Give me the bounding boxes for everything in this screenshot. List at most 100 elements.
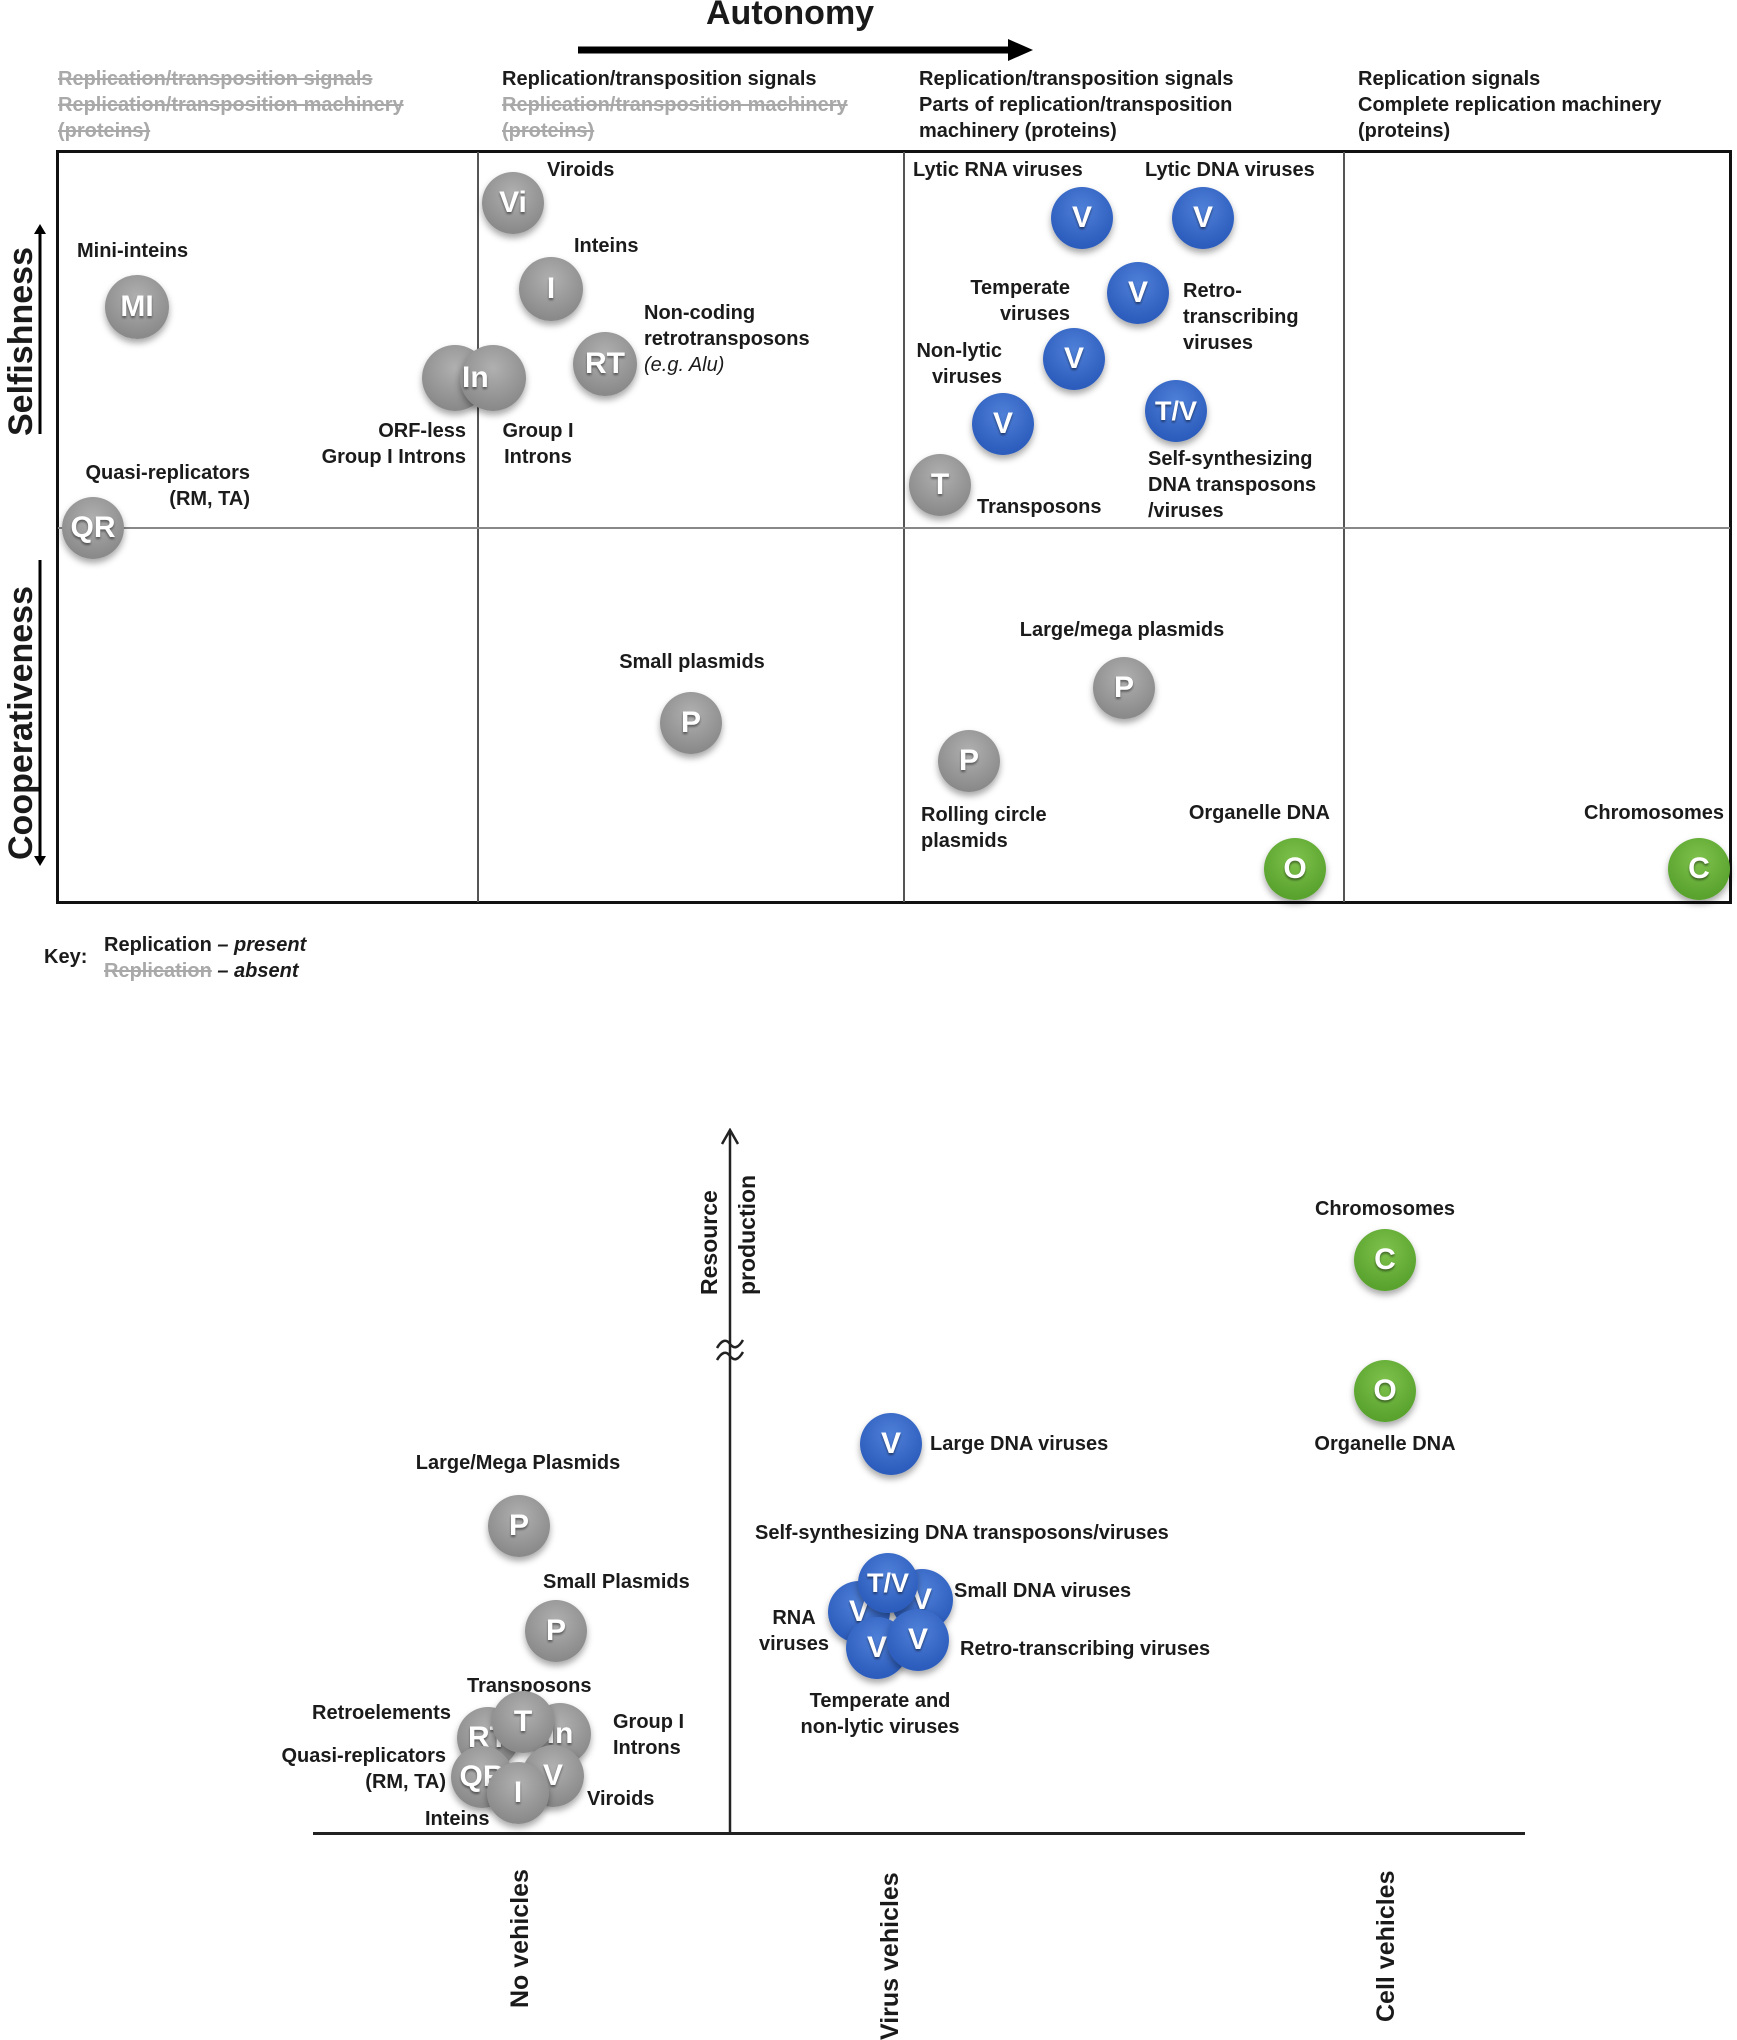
- node-inteins[interactable]: I: [519, 257, 583, 321]
- label-retroelements: Retroelements: [312, 1702, 451, 1724]
- label-line: Self-synthesizing: [1148, 448, 1313, 470]
- node-small-plasmids-b[interactable]: P: [525, 1600, 587, 1662]
- column-header-3: Replication/transposition signals Parts …: [919, 66, 1234, 144]
- label-line: (RM, TA): [365, 1771, 446, 1793]
- label-line: viruses: [931, 366, 1002, 388]
- label-transposons: Transposons: [977, 496, 1102, 518]
- node-retro-transcribing-viruses[interactable]: V: [1107, 262, 1169, 324]
- label-organelle-dna-b: Organelle DNA: [1314, 1433, 1456, 1455]
- node-temperate-viruses[interactable]: V: [1043, 328, 1105, 390]
- header-line: Replication/transposition signals: [502, 68, 817, 90]
- label-lytic-rna-viruses: Lytic RNA viruses: [913, 159, 1083, 181]
- header-line: Replication/transposition signals: [58, 68, 373, 90]
- node-organelle-dna-b[interactable]: O: [1354, 1360, 1416, 1422]
- node-large-mega-plasmids[interactable]: P: [1093, 657, 1155, 719]
- label-line: Quasi-replicators: [85, 462, 250, 484]
- label-line: Rolling circle: [921, 804, 1047, 826]
- label-line: Introns: [613, 1737, 681, 1759]
- resource-axis-label-1: Resource: [696, 1190, 722, 1295]
- label-mini-inteins: Mini-inteins: [77, 240, 189, 262]
- label-large-dna-viruses: Large DNA viruses: [930, 1433, 1109, 1455]
- label-line: Quasi-replicators: [281, 1745, 446, 1767]
- y-axis-arrow-icon: [712, 1127, 748, 1839]
- label-non-lytic-viruses: Non-lytic viruses: [890, 338, 1002, 390]
- label-line: Group I: [502, 420, 574, 442]
- cooperativeness-arrow-icon: [33, 560, 47, 873]
- selfishness-arrow-icon: [33, 224, 47, 441]
- key-present-word: Replication: [104, 934, 212, 956]
- node-group1-introns[interactable]: In: [460, 345, 526, 411]
- label-line: Temperate: [970, 277, 1070, 299]
- node-organelle-dna[interactable]: O: [1264, 838, 1326, 900]
- node-small-plasmids[interactable]: P: [660, 692, 722, 754]
- node-large-dna-viruses[interactable]: V: [860, 1413, 922, 1475]
- key-absent-suffix: – absent: [217, 960, 299, 982]
- header-line: (proteins): [58, 120, 151, 142]
- header-line: machinery (proteins): [919, 120, 1117, 142]
- label-line: plasmids: [921, 830, 1008, 852]
- label-orfless-introns: ORF-less Group I Introns: [290, 418, 466, 470]
- autonomy-title: Autonomy: [706, 0, 875, 32]
- node-self-synthesizing-b[interactable]: T/V: [858, 1553, 918, 1613]
- label-line: retrotransposons: [644, 328, 810, 350]
- node-retro-transcribing-b[interactable]: V: [887, 1609, 949, 1671]
- label-line: (RM, TA): [169, 488, 250, 510]
- label-line: Non-lytic: [916, 340, 1002, 362]
- x-category-virus-vehicles: Virus vehicles: [876, 1872, 904, 2040]
- header-line: Replication/transposition machinery: [58, 94, 404, 116]
- node-chromosomes[interactable]: C: [1668, 838, 1730, 900]
- key-absent: Replication – absent: [104, 958, 299, 984]
- label-line: Introns: [504, 446, 572, 468]
- node-non-coding-retrotransposons[interactable]: RT: [573, 332, 637, 396]
- label-quasi-replicators-b: Quasi-replicators (RM, TA): [262, 1743, 446, 1795]
- node-lytic-dna-viruses[interactable]: V: [1172, 187, 1234, 249]
- header-line: Replication signals: [1358, 68, 1541, 90]
- node-mini-inteins[interactable]: MI: [105, 275, 169, 339]
- column-header-2: Replication/transposition signals Replic…: [502, 66, 848, 144]
- node-non-lytic-viruses[interactable]: V: [972, 393, 1034, 455]
- label-line: transcribing: [1183, 306, 1299, 328]
- label-line: viruses: [999, 303, 1070, 325]
- node-large-mega-plasmids-b[interactable]: P: [488, 1495, 550, 1557]
- node-inteins-b[interactable]: I: [487, 1762, 549, 1824]
- label-transposons-b: Transposons: [467, 1675, 592, 1697]
- label-retro-transcribing-b: Retro-transcribing viruses: [960, 1638, 1211, 1660]
- top-grid-frame: [56, 150, 1732, 904]
- x-category-no-vehicles: No vehicles: [506, 1869, 534, 2008]
- node-chromosomes-b[interactable]: C: [1354, 1229, 1416, 1291]
- label-temperate-nonlytic: Temperate and non-lytic viruses: [780, 1688, 980, 1740]
- label-temperate-viruses: Temperate viruses: [940, 275, 1070, 327]
- node-rolling-circle-plasmids[interactable]: P: [938, 730, 1000, 792]
- header-line: (proteins): [1358, 120, 1451, 142]
- grid-midline: [58, 527, 1730, 529]
- node-lytic-rna-viruses[interactable]: V: [1051, 187, 1113, 249]
- label-rna-viruses: RNA viruses: [754, 1605, 834, 1657]
- label-line: non-lytic viruses: [800, 1716, 960, 1738]
- label-retro-transcribing-viruses: Retro- transcribing viruses: [1183, 278, 1299, 356]
- label-line: Retro-: [1183, 280, 1242, 302]
- node-self-synthesizing-transposons[interactable]: T/V: [1145, 380, 1207, 442]
- label-viroids: Viroids: [547, 159, 615, 181]
- autonomy-arrow-icon: [578, 38, 1033, 67]
- header-line: (proteins): [502, 120, 595, 142]
- node-quasi-replicators[interactable]: QR: [62, 497, 124, 559]
- node-viroids[interactable]: Vi: [482, 172, 544, 234]
- node-transposons[interactable]: T: [909, 454, 971, 516]
- header-line: Replication/transposition signals: [919, 68, 1234, 90]
- label-line: viruses: [758, 1633, 830, 1655]
- label-small-plasmids-b: Small Plasmids: [543, 1571, 690, 1593]
- label-group1-introns-b: Group I Introns: [613, 1709, 684, 1761]
- column-header-1: Replication/transposition signals Replic…: [58, 66, 404, 144]
- x-axis-line: [313, 1832, 1525, 1835]
- label-chromosomes-b: Chromosomes: [1314, 1198, 1456, 1220]
- label-viroids-b: Viroids: [587, 1788, 655, 1810]
- x-category-cell-vehicles: Cell vehicles: [1372, 1870, 1400, 2022]
- label-self-synthesizing-b: Self-synthesizing DNA transposons/viruse…: [755, 1522, 1169, 1544]
- node-transposons-b[interactable]: T: [492, 1691, 554, 1753]
- label-inteins-b: Inteins: [425, 1808, 490, 1830]
- label-line: Group I Introns: [321, 446, 466, 468]
- label-small-dna-viruses: Small DNA viruses: [954, 1580, 1132, 1602]
- label-large-mega-plasmids-b: Large/Mega Plasmids: [415, 1452, 621, 1474]
- column-header-4: Replication signals Complete replication…: [1358, 66, 1661, 144]
- key-present-suffix: – present: [217, 934, 307, 956]
